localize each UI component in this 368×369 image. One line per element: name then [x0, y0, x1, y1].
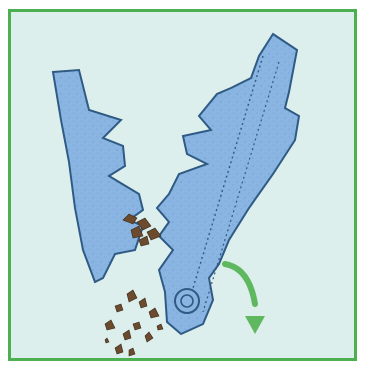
jaw-crusher-diagram: [11, 12, 354, 358]
pivot-circle-icon: [175, 289, 199, 313]
illustration-panel: [8, 9, 357, 361]
